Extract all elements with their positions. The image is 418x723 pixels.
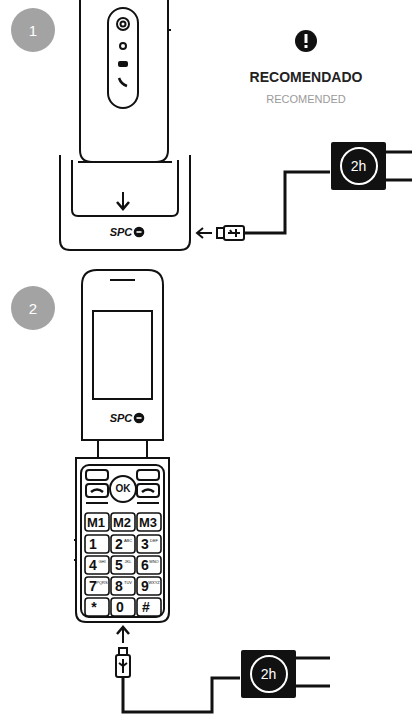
key-letters: WXYZ [148, 581, 160, 585]
key-outline [111, 577, 135, 595]
timer-text: 2h [250, 655, 288, 693]
key-label: 4 [89, 558, 97, 572]
key-label: 5 [115, 558, 123, 572]
key-label: 1 [89, 537, 97, 551]
key-outline [111, 513, 135, 531]
key-outline [85, 577, 109, 595]
step-number: 1 [29, 22, 37, 39]
key-outline [137, 577, 161, 595]
open-phone [74, 270, 169, 622]
timer-text: 2h [340, 147, 378, 185]
key-outline [111, 598, 135, 616]
keypad [85, 513, 161, 616]
charging-cradle [60, 155, 190, 250]
key-letters: JKL [125, 560, 132, 564]
key-label: # [142, 600, 150, 614]
key-outline [85, 556, 109, 574]
key-outline [85, 513, 109, 531]
note-heading: RECOMENDADO [250, 70, 363, 84]
key-outline [85, 598, 109, 616]
key-letters: ABC [124, 539, 132, 543]
key-outline [137, 598, 161, 616]
key-label: 6 [141, 558, 149, 572]
note-translation: RECOMENDED [266, 94, 345, 105]
key-label: * [91, 600, 96, 614]
key-label: 2 [115, 537, 123, 551]
key-label: 0 [116, 600, 124, 614]
key-letters: MNO [149, 560, 158, 564]
logo-marks [135, 228, 144, 423]
step-callout: 2 [11, 286, 55, 330]
step-callout: 1 [11, 8, 55, 52]
key-outline [111, 535, 135, 553]
key-outline [137, 556, 161, 574]
usb-cable-2 [116, 627, 330, 712]
key-label: 8 [115, 579, 123, 593]
key-letters: TUV [124, 581, 132, 585]
key-outline [137, 513, 161, 531]
key-outline [85, 535, 109, 553]
charger-adapter: 2h [331, 142, 386, 190]
step-number: 2 [29, 300, 37, 317]
key-label: M3 [139, 516, 157, 529]
brand-logo: SPC [110, 227, 133, 238]
key-letters: PQRS [96, 581, 107, 585]
closed-phone [80, 0, 171, 162]
key-letters: DEF [150, 539, 158, 543]
brand-logo: SPC [110, 413, 133, 424]
key-label: 3 [141, 537, 149, 551]
key-outline [111, 556, 135, 574]
key-outline [137, 535, 161, 553]
key-label: 9 [141, 579, 149, 593]
key-label: M2 [113, 516, 131, 529]
key-letters: GHI [98, 560, 105, 564]
key-label: OK [116, 484, 131, 494]
charger-adapter: 2h [241, 650, 296, 698]
key-label: M1 [87, 516, 105, 529]
warning-icon [295, 30, 317, 52]
key-label: 7 [89, 579, 97, 593]
